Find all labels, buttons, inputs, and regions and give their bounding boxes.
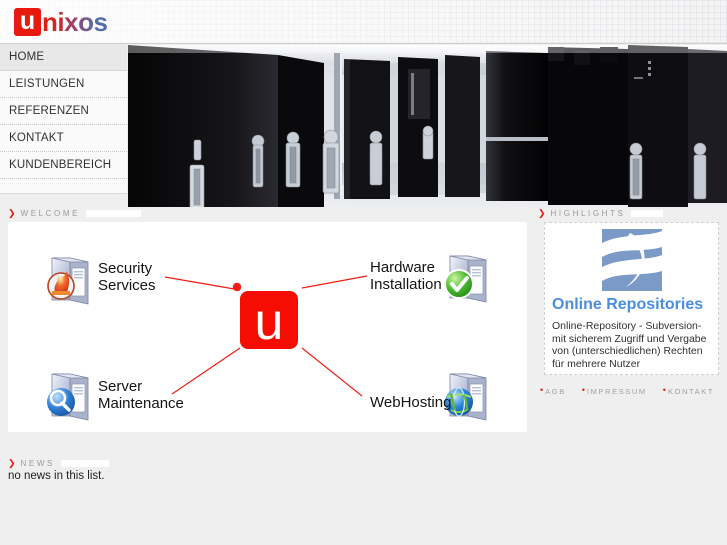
highlights-section-title: HIGHLIGHTS [550,209,626,218]
nav-filler [0,179,127,194]
footer-link-kontakt[interactable]: • KONTAKT [662,385,715,397]
online-repositories-logo [601,229,662,291]
news-section-title: NEWS [20,459,55,468]
footer-link-impressum[interactable]: • IMPRESSUM [581,385,647,397]
logo-wordmark: nixos [42,6,108,37]
footer-links: • AGB • IMPRESSUM • KONTAKT [540,385,727,397]
server-firewall-icon [47,271,75,300]
diagram-node-label: Maintenance [98,395,184,412]
main-navigation: HOME LEISTUNGEN REFERENZEN KONTAKT KUNDE… [0,44,127,194]
footer-link-agb[interactable]: • AGB [540,385,566,397]
services-diagram: u Security Services Se [22,244,527,432]
section-marker-icon: ❯ [538,208,546,218]
welcome-section-header: ❯ WELCOME [8,208,142,218]
highlight-card-title: Online Repositories [552,296,704,313]
site-logo[interactable]: u nixos [14,6,108,38]
section-marker-icon: ❯ [8,208,16,218]
welcome-section-title: WELCOME [20,209,81,218]
diagram-node-label: Installation [370,276,442,293]
hero-banner-image [128,45,727,207]
diagram-node-label: Security [98,260,153,277]
highlights-section-header: ❯ HIGHLIGHTS [538,208,664,218]
diagram-node-security-services: Security Services [47,257,156,305]
server-room-photo [128,45,727,207]
diagram-node-label: Services [98,277,156,294]
header-rule [631,210,664,217]
diagram-center-label: u [255,293,284,351]
server-search-icon [47,388,75,416]
diagram-connectors [164,275,368,397]
server-globe-icon [445,387,473,417]
diagram-center-dot [232,282,242,292]
server-check-icon [444,269,474,299]
diagram-node-server-maintenance: Server Maintenance [47,373,184,421]
logo-mark-icon: u [14,8,41,36]
highlight-card-description: Online-Repository - Subversion- mit sich… [552,320,707,370]
section-marker-icon: ❯ [8,458,16,468]
diagram-center-node: u [240,291,298,351]
diagram-node-hardware-installation: Hardware Installation [370,255,487,303]
diagram-node-label: WebHosting [370,394,451,411]
services-diagram-svg: u Security Services Se [47,255,487,421]
nav-item-leistungen[interactable]: LEISTUNGEN [0,71,127,98]
news-section-header: ❯ NEWS [8,459,109,468]
diagram-node-webhosting: WebHosting [370,373,487,421]
header-rule [60,460,109,467]
nav-item-kundenbereich[interactable]: KUNDENBEREICH [0,152,127,179]
bullet-icon: • [662,385,666,395]
nav-item-home[interactable]: HOME [0,44,127,71]
bullet-icon: • [540,385,544,395]
diagram-node-label: Hardware [370,259,435,276]
footer-link-label: KONTAKT [667,387,715,396]
diagram-node-label: Server [98,378,142,395]
highlight-card[interactable]: Online Repositories Online-Repository - … [544,222,719,375]
nav-item-referenzen[interactable]: REFERENZEN [0,98,127,125]
bullet-icon: • [581,385,585,395]
header-rule [86,210,142,217]
header-bar: u nixos [0,0,727,44]
footer-link-label: IMPRESSUM [586,387,647,396]
news-empty-text: no news in this list. [8,470,105,482]
footer-link-label: AGB [545,387,566,396]
nav-item-kontakt[interactable]: KONTAKT [0,125,127,152]
